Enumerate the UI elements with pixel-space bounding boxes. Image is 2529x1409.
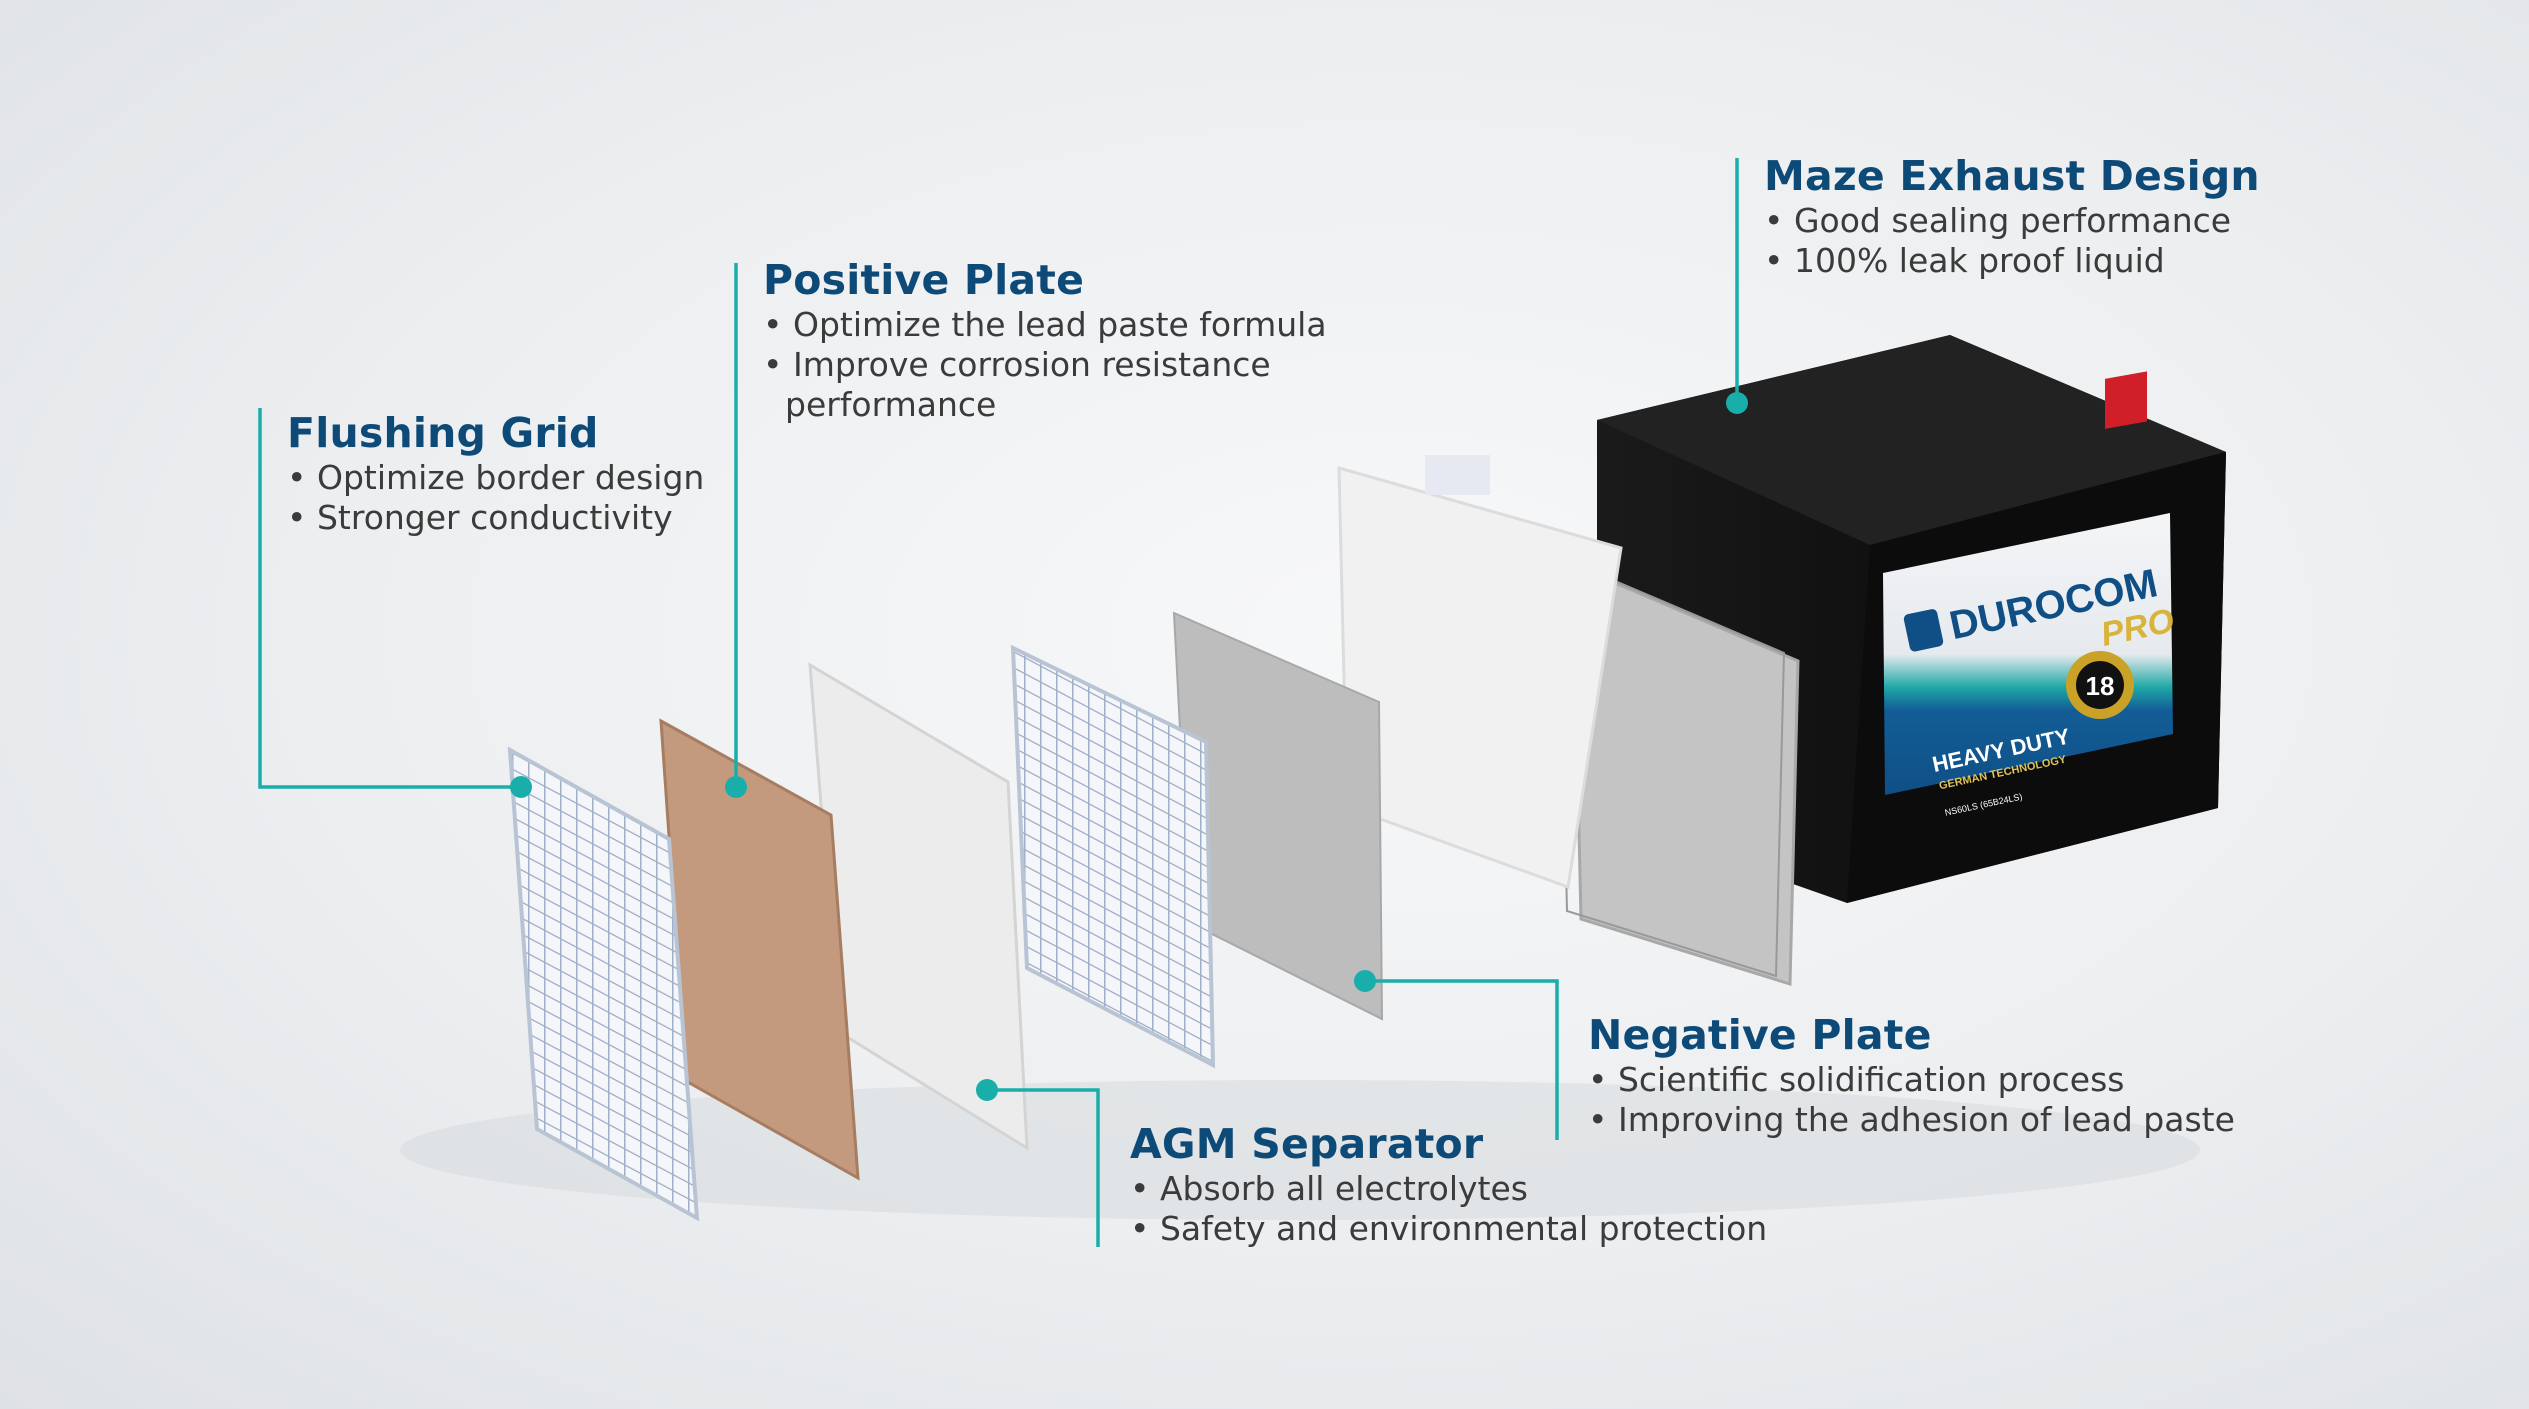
callout-negative-plate: Negative Plate Scientific solidification… bbox=[1588, 1010, 2235, 1140]
connector-lines bbox=[258, 158, 1739, 1247]
battery-label bbox=[1883, 513, 2173, 795]
flushing-grid bbox=[507, 746, 700, 1222]
callout-flushing-grid: Flushing Grid Optimize border designStro… bbox=[287, 408, 704, 538]
callout-positive-plate: Positive Plate Optimize the lead paste f… bbox=[763, 255, 1327, 425]
callout-title: Maze Exhaust Design bbox=[1764, 152, 2260, 200]
grid-plate bbox=[1010, 644, 1216, 1069]
callout-title: AGM Separator bbox=[1130, 1120, 1484, 1168]
callout-title: Positive Plate bbox=[763, 256, 1085, 304]
warranty-badge: 18 bbox=[2086, 671, 2115, 701]
callout-agm-separator: AGM Separator Absorb all electrolytesSaf… bbox=[1130, 1119, 1767, 1249]
callout-title: Flushing Grid bbox=[287, 409, 599, 457]
connector-dots bbox=[510, 392, 1748, 1101]
callout-maze-exhaust: Maze Exhaust Design Good sealing perform… bbox=[1764, 151, 2260, 281]
battery: DUROCOM PRO HEAVY DUTY GERMAN TECHNOLOGY… bbox=[1597, 335, 2226, 903]
separator-block bbox=[1337, 466, 1623, 890]
callout-title: Negative Plate bbox=[1588, 1011, 1932, 1059]
